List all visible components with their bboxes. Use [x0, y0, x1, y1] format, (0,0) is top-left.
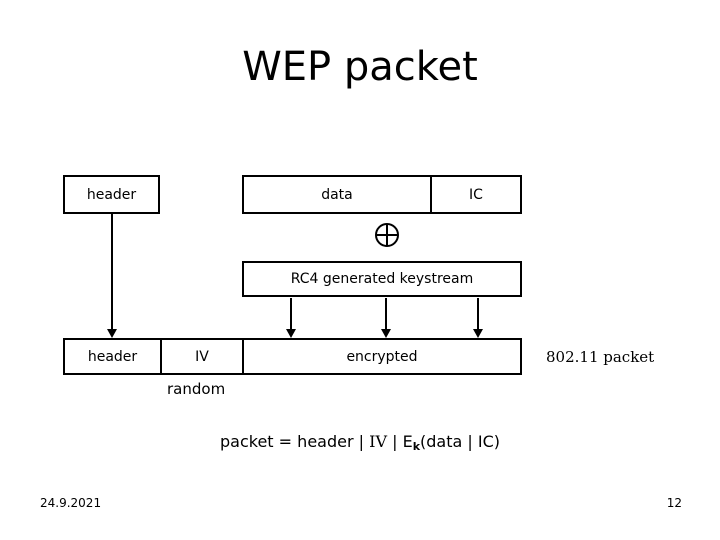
- plaintext-ic-cell: IC: [432, 177, 520, 212]
- formula-lhs: packet: [220, 432, 274, 451]
- formula-separator-2: |: [392, 432, 398, 451]
- iv-encrypted-divider: [242, 340, 244, 373]
- packet-encrypted-cell: encrypted: [244, 340, 520, 373]
- keystream-arrow-2: [385, 298, 387, 330]
- plaintext-header-label: header: [86, 186, 137, 203]
- rc4-keystream-box: RC4 generated keystream: [242, 261, 522, 297]
- plaintext-payload-bar: data IC: [242, 175, 522, 214]
- packet-formula: packet = header | IV | Ek(data | IC): [0, 432, 720, 454]
- packet-type-annotation: 802.11 packet: [546, 348, 655, 366]
- plaintext-header-box: header: [63, 175, 160, 214]
- packet-header-label: header: [87, 348, 138, 365]
- keystream-arrow-3-head-icon: [473, 329, 483, 338]
- formula-cipher-symbol: E: [402, 432, 413, 451]
- plaintext-ic-label: IC: [469, 186, 483, 203]
- xor-operator-icon: [374, 222, 400, 248]
- header-passthrough-arrow: [111, 214, 113, 330]
- header-passthrough-arrow-head-icon: [107, 329, 117, 338]
- rc4-keystream-label: RC4 generated keystream: [290, 271, 474, 287]
- packet-iv-label: IV: [195, 348, 209, 365]
- footer-date: 24.9.2021: [40, 496, 102, 510]
- formula-cipher-args: (data | IC): [420, 432, 500, 451]
- formula-cipher-function: Ek(data | IC): [402, 432, 500, 453]
- plaintext-data-label: data: [321, 186, 353, 203]
- packet-iv-cell: IV: [162, 340, 242, 373]
- iv-random-annotation: random: [167, 380, 226, 398]
- formula-cipher-key: k: [412, 440, 421, 453]
- page-title: WEP packet: [242, 44, 478, 90]
- footer-page-number: 12: [666, 496, 682, 510]
- keystream-arrow-3: [477, 298, 479, 330]
- keystream-arrow-2-head-icon: [381, 329, 391, 338]
- formula-equals: =: [278, 432, 293, 451]
- packet-header-cell: header: [65, 340, 160, 373]
- packet-encrypted-label: encrypted: [346, 348, 418, 365]
- keystream-arrow-1-head-icon: [286, 329, 296, 338]
- plaintext-data-cell: data: [244, 177, 430, 212]
- keystream-arrow-1: [290, 298, 292, 330]
- formula-separator-1: |: [358, 432, 365, 451]
- data-ic-divider: [430, 177, 432, 212]
- wep-packet-bar: header IV encrypted: [63, 338, 522, 375]
- header-iv-divider: [160, 340, 162, 373]
- formula-part-header: header: [297, 432, 354, 451]
- formula-part-iv: IV: [369, 432, 387, 451]
